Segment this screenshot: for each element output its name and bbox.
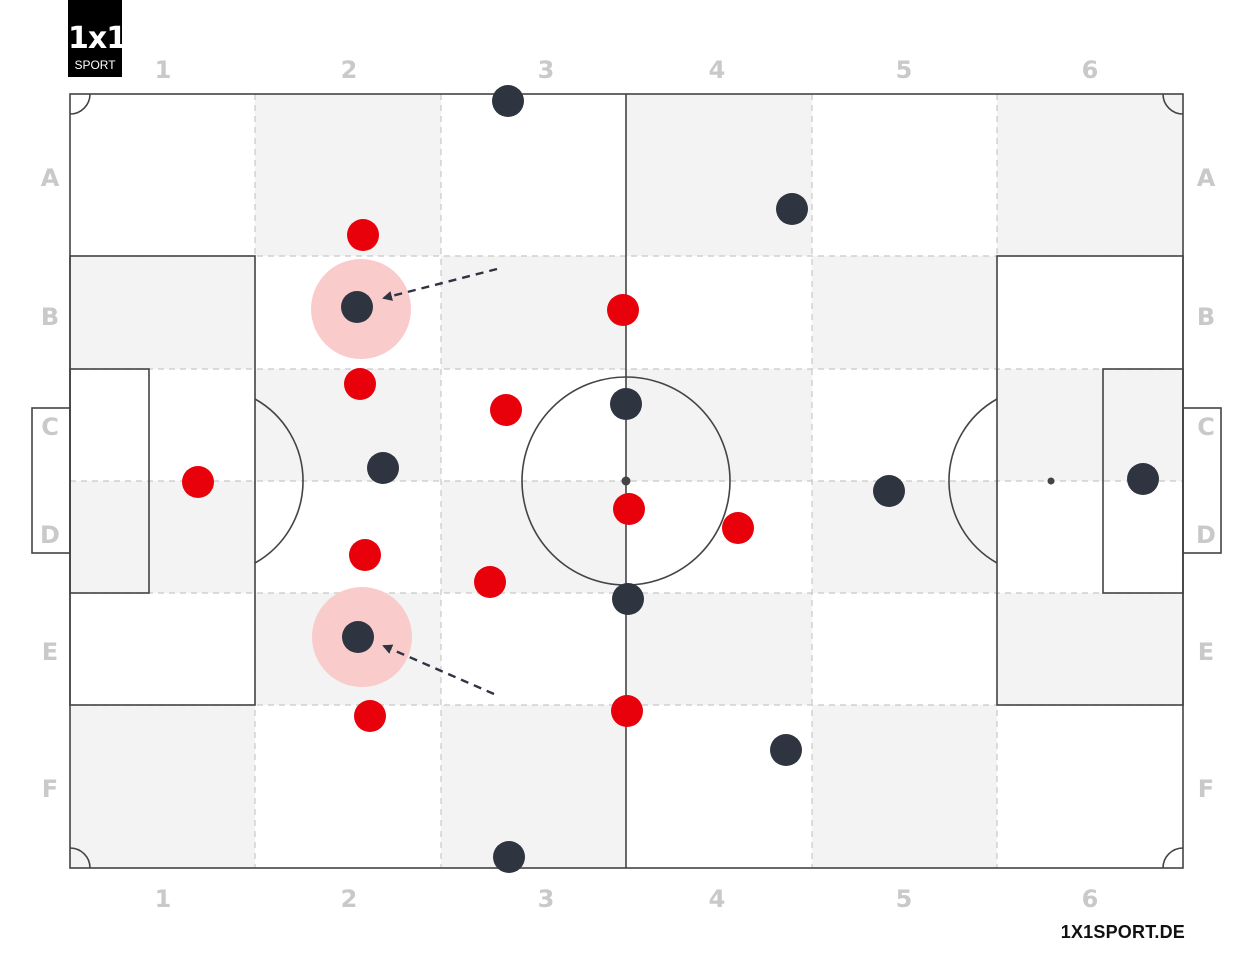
arrow-bottom xyxy=(382,644,495,696)
corner-arc-bottom-right xyxy=(1162,847,1184,869)
logo-word: SPORT xyxy=(74,58,116,72)
col-label-bottom-1: 1 xyxy=(155,885,172,913)
red-player xyxy=(613,493,645,525)
col-label-top-1: 1 xyxy=(155,56,172,84)
column-labels: 1 2 3 4 5 6 1 2 3 4 5 6 xyxy=(155,56,1099,913)
team-red xyxy=(182,219,754,732)
zone-f1 xyxy=(70,705,255,868)
col-label-bottom-3: 3 xyxy=(538,885,555,913)
dark-player xyxy=(776,193,808,225)
dark-player xyxy=(493,841,525,873)
logo: 1x1 SPORT xyxy=(68,0,127,77)
zone-f5 xyxy=(812,705,997,868)
col-label-bottom-4: 4 xyxy=(709,885,726,913)
dark-player-highlighted xyxy=(342,621,374,653)
left-penalty-arc xyxy=(254,398,304,564)
col-label-top-5: 5 xyxy=(896,56,913,84)
row-label-left-a: A xyxy=(41,164,60,192)
zone-f3 xyxy=(441,705,626,868)
zone-b5 xyxy=(812,256,997,369)
red-player xyxy=(607,294,639,326)
zone-a2 xyxy=(255,94,441,256)
zone-e4 xyxy=(626,593,812,705)
zone-shading xyxy=(70,94,1183,868)
red-player xyxy=(722,512,754,544)
dark-player xyxy=(610,388,642,420)
dark-player xyxy=(367,452,399,484)
dark-player xyxy=(770,734,802,766)
dark-player xyxy=(492,85,524,117)
col-label-top-2: 2 xyxy=(341,56,358,84)
zone-d1 xyxy=(70,481,255,593)
zone-d3 xyxy=(441,481,626,593)
right-goal xyxy=(1182,407,1222,554)
dark-player xyxy=(873,475,905,507)
zone-e6 xyxy=(997,593,1183,705)
corner-arc-bottom-left xyxy=(69,847,91,869)
zone-b3 xyxy=(441,256,626,369)
red-player-goalkeeper xyxy=(182,466,214,498)
dark-player-highlighted xyxy=(341,291,373,323)
zone-a4 xyxy=(626,94,812,256)
red-player xyxy=(354,700,386,732)
row-label-left-e: E xyxy=(42,638,58,666)
row-label-left-f: F xyxy=(42,775,58,803)
zone-c6 xyxy=(997,369,1183,481)
arrow-top xyxy=(382,267,498,301)
red-player xyxy=(490,394,522,426)
red-player xyxy=(344,368,376,400)
dark-player xyxy=(612,583,644,615)
row-label-left-b: B xyxy=(41,303,59,331)
row-label-left-d: D xyxy=(40,521,60,549)
row-label-left-c: C xyxy=(41,413,59,441)
red-player xyxy=(349,539,381,571)
col-label-bottom-6: 6 xyxy=(1082,885,1099,913)
row-label-right-d: D xyxy=(1196,521,1216,549)
col-label-top-3: 3 xyxy=(538,56,555,84)
right-penalty-arc xyxy=(948,398,998,564)
row-label-right-e: E xyxy=(1198,638,1214,666)
col-label-top-4: 4 xyxy=(709,56,726,84)
row-labels: A B C D E F A B C D E F xyxy=(40,164,1216,803)
center-spot xyxy=(621,476,631,486)
zone-b1 xyxy=(70,256,255,369)
zone-c4 xyxy=(626,369,812,481)
row-label-right-f: F xyxy=(1198,775,1214,803)
col-label-top-6: 6 xyxy=(1082,56,1099,84)
left-goal xyxy=(31,407,71,554)
col-label-bottom-5: 5 xyxy=(896,885,913,913)
corner-arc-top-right xyxy=(1162,93,1184,115)
row-label-right-c: C xyxy=(1197,413,1215,441)
dark-player-goalkeeper xyxy=(1127,463,1159,495)
row-label-right-b: B xyxy=(1197,303,1215,331)
zone-d5 xyxy=(812,481,997,593)
row-label-right-a: A xyxy=(1197,164,1216,192)
red-player xyxy=(474,566,506,598)
zone-a6 xyxy=(997,94,1183,256)
red-player xyxy=(611,695,643,727)
team-dark xyxy=(341,85,1159,873)
red-player xyxy=(347,219,379,251)
corner-arc-top-left xyxy=(69,93,91,115)
site-url: 1X1SPORT.DE xyxy=(1060,922,1185,942)
right-penalty-spot xyxy=(1047,477,1055,485)
logo-mark: 1x1 xyxy=(68,21,127,56)
col-label-bottom-2: 2 xyxy=(341,885,358,913)
